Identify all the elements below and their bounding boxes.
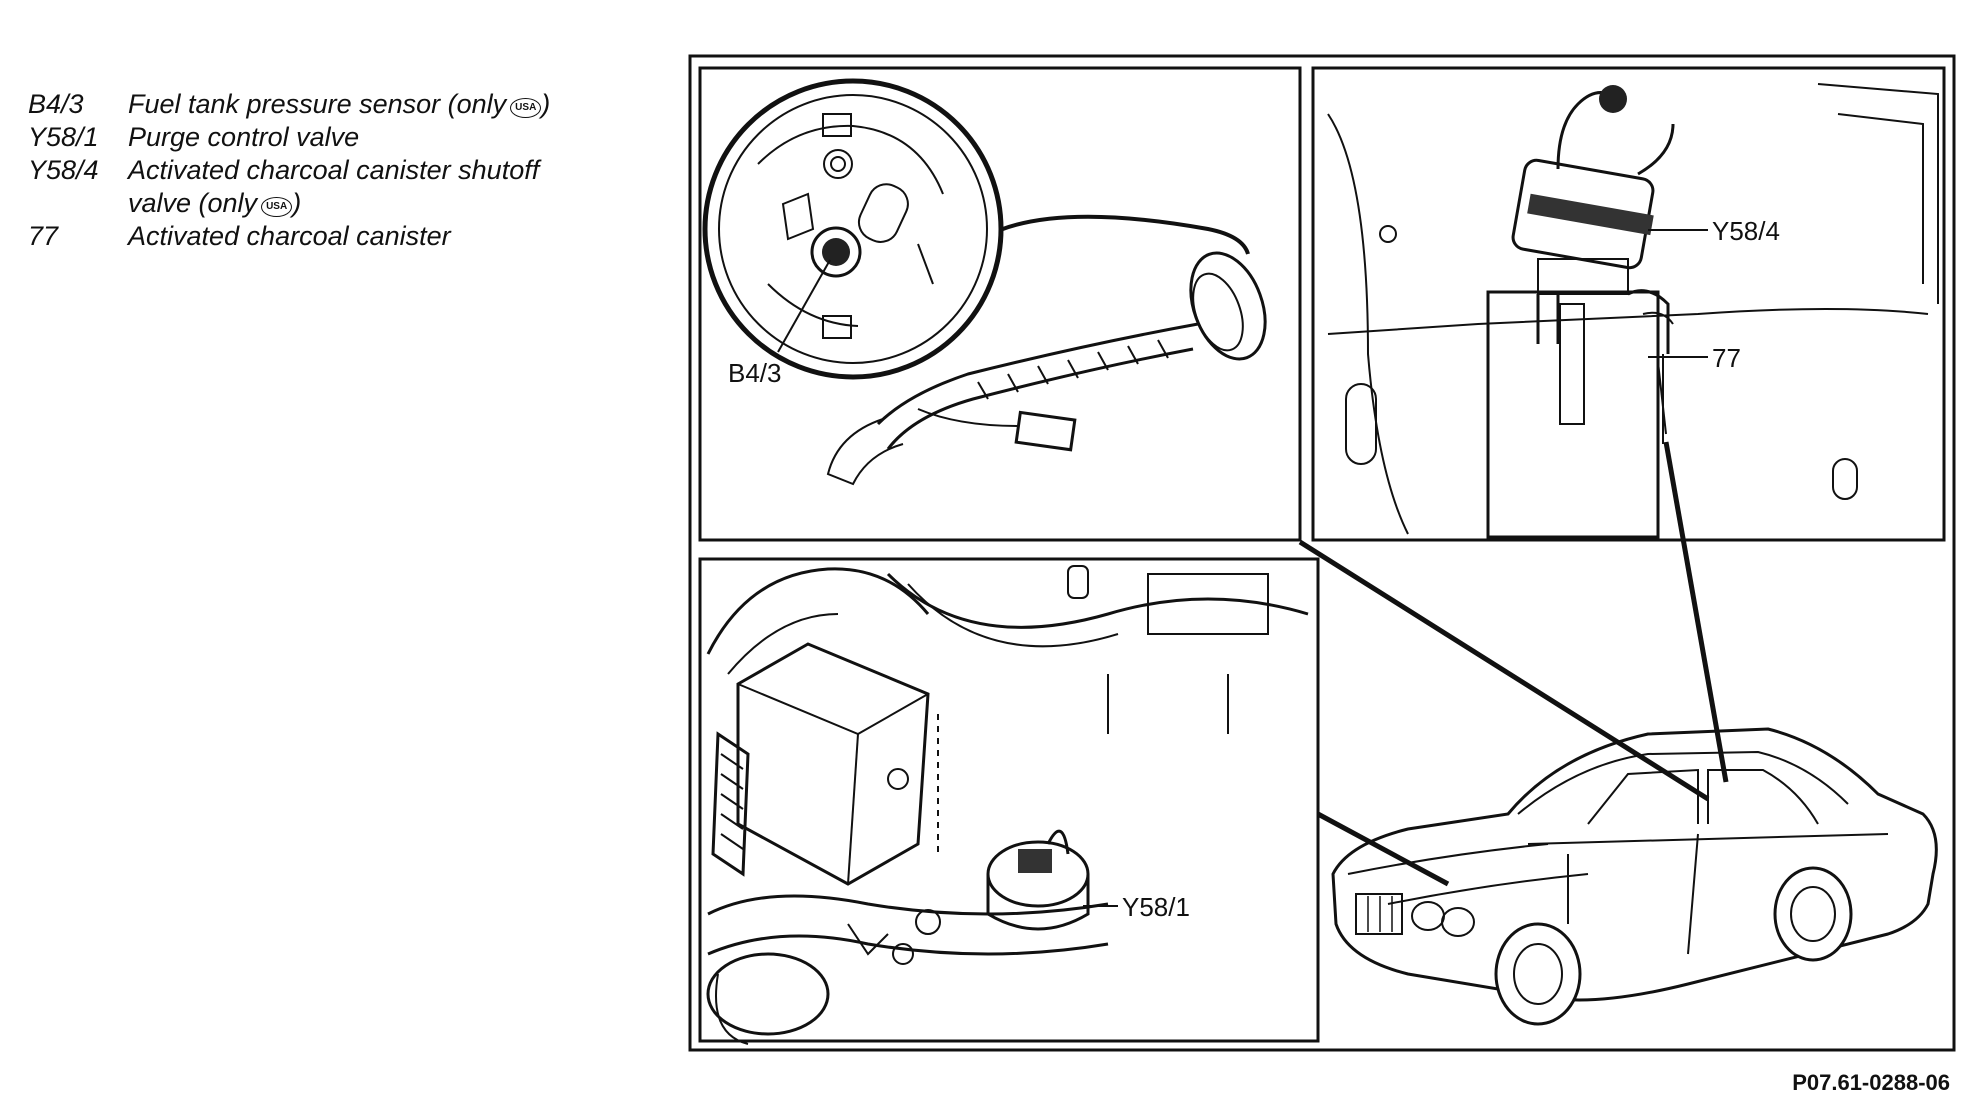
callout-77: 77: [1712, 343, 1741, 373]
component-location-figure: B4/3: [688, 54, 1958, 1054]
legend-code: Y58/1: [28, 122, 99, 152]
usa-badge-icon: USA: [510, 98, 542, 118]
panel-purge-valve: Y58/1: [698, 557, 1320, 1045]
legend-text: Purge control valve: [128, 122, 360, 152]
legend-code: B4/3: [28, 89, 84, 119]
panel-pressure-sensor: B4/3: [698, 66, 1302, 542]
legend-code: Y58/4: [28, 155, 99, 185]
figure-id: P07.61-0288-06: [1792, 1070, 1950, 1095]
legend-item-y581: Y58/1 Purge control valve: [28, 121, 628, 154]
panel-canister: Y58/4 77: [1311, 66, 1946, 542]
vehicle-overview: [1331, 727, 1938, 1026]
callout-y584: Y58/4: [1712, 216, 1780, 246]
figure-svg: B4/3: [688, 54, 1956, 1052]
callout-b43: B4/3: [728, 358, 782, 388]
legend-text: Fuel tank pressure sensor (only: [128, 89, 507, 119]
usa-badge-icon: USA: [261, 197, 293, 217]
legend-item-77: 77 Activated charcoal canister: [28, 220, 628, 253]
legend-code: 77: [28, 221, 59, 251]
legend-text: Activated charcoal canister: [128, 221, 451, 251]
outer-frame: [688, 54, 1956, 1052]
callout-y581: Y58/1: [1122, 892, 1190, 922]
legend-text: valve (only: [128, 188, 258, 218]
pointer-lines: [1298, 441, 1729, 887]
legend-item-y584: Y58/4 Activated charcoal canister shutof…: [28, 154, 628, 187]
legend-text: Activated charcoal canister shutoff: [128, 155, 540, 185]
